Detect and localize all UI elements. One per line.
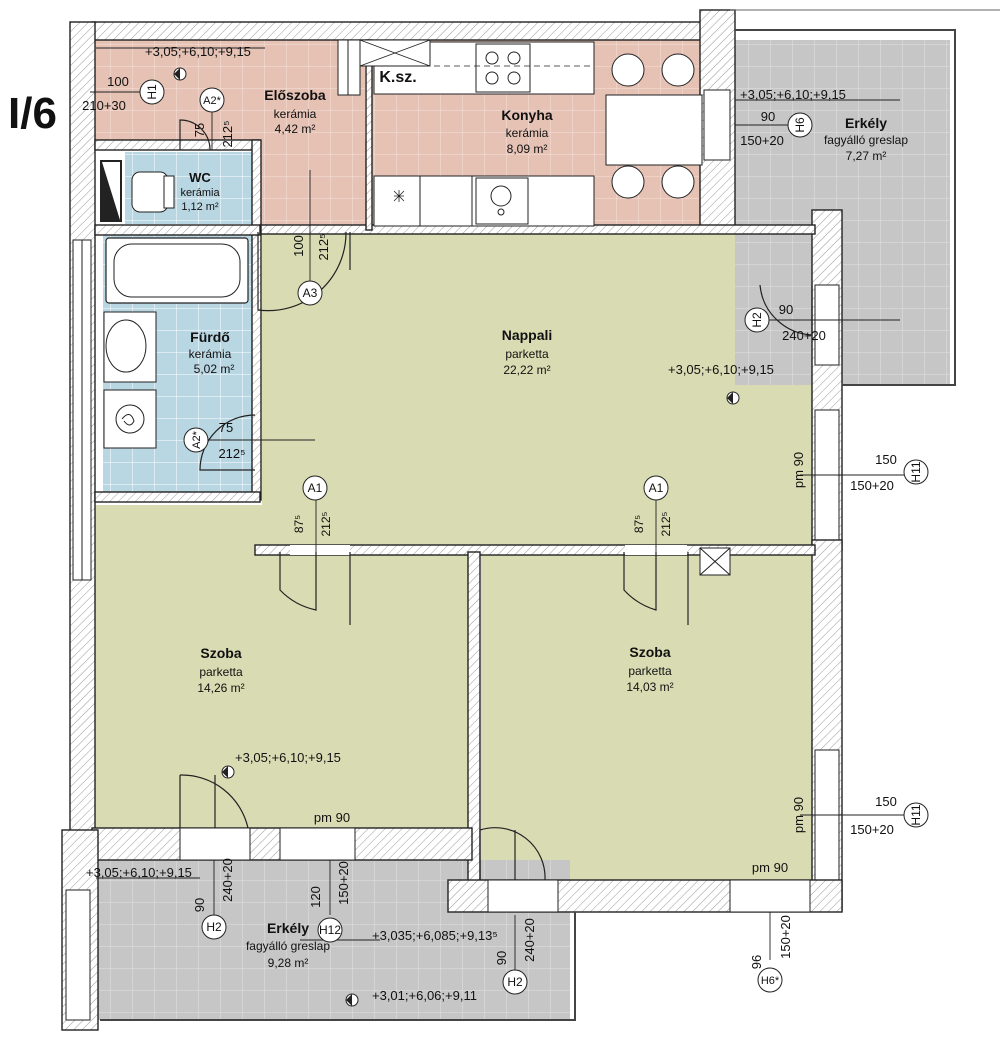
level-label: +3,05;+6,10;+9,15 — [235, 750, 341, 765]
dim-label: 240+20 — [782, 328, 826, 343]
dim-label: 240+20 — [220, 858, 235, 902]
door-tag-circles — [139, 79, 929, 995]
dim-label: 87⁵ — [632, 515, 646, 533]
door-tag: A1 — [308, 481, 323, 495]
unit-label: I/6 — [8, 89, 57, 138]
dim-label: 210+30 — [82, 98, 126, 113]
dim-label: 100 — [107, 74, 129, 89]
callout-lines — [90, 47, 905, 970]
level-label: +3,05;+6,10;+9,15 — [668, 362, 774, 377]
level-label: +3,01;+6,06;+9,11 — [372, 988, 477, 1003]
dim-label: 150 — [875, 794, 897, 809]
toilet — [131, 171, 175, 213]
dim-label: 75 — [192, 123, 207, 137]
kitchen-counter — [373, 41, 595, 227]
door-tag: H2 — [507, 975, 523, 989]
door-tag: H6 — [793, 117, 807, 133]
room-area-wc: 1,12 m² — [181, 201, 219, 213]
room-name-erkely-bottom: Erkély — [267, 920, 309, 936]
door-tag: H12 — [319, 923, 341, 937]
dim-label: 96 — [749, 955, 764, 969]
dim-label: 90 — [192, 898, 207, 912]
dim-label: 120 — [308, 886, 323, 908]
dim-label: 90 — [494, 951, 509, 965]
dim-label: 150+20 — [850, 478, 894, 493]
room-area-erkely-bottom: 9,28 m² — [268, 956, 309, 970]
level-label: +3,05;+6,10;+9,15 — [86, 865, 192, 880]
dim-label: 212⁵ — [316, 233, 331, 260]
door-tag: A3 — [303, 286, 318, 300]
door-tag: H1 — [145, 84, 159, 100]
room-area-erkely-top: 7,27 m² — [846, 149, 887, 163]
hall-floor-lower — [258, 140, 370, 228]
room-material-wc: kerámia — [180, 187, 220, 199]
room-area-szoba-left: 14,26 m² — [197, 681, 244, 695]
balcony-railings — [100, 9, 1000, 1021]
room-material-nappali: parketta — [505, 347, 549, 361]
room-name-furdo: Fürdő — [190, 329, 230, 345]
room-material-szoba-right: parketta — [628, 664, 672, 678]
dim-label: pm 90 — [314, 810, 350, 825]
dim-label: 212⁵ — [659, 511, 673, 536]
dim-label: 150 — [875, 452, 897, 467]
room-area-eloszoba: 4,42 m² — [275, 122, 316, 136]
room-area-szoba-right: 14,03 m² — [626, 680, 673, 694]
room-material-szoba-left: parketta — [199, 665, 243, 679]
bathtub — [105, 237, 249, 304]
room-name-nappali: Nappali — [502, 327, 553, 343]
room-material-eloszoba: kerámia — [274, 107, 317, 121]
dim-label: 240+20 — [522, 918, 537, 962]
door-tag: A2* — [203, 95, 221, 107]
dim-label: 150+20 — [850, 822, 894, 837]
dining-table — [605, 53, 703, 199]
dim-label: 87⁵ — [292, 515, 306, 533]
door-tag: H2 — [750, 312, 764, 328]
door-tag: A1 — [649, 481, 664, 495]
door-tag: A2* — [191, 430, 203, 448]
living-floor — [262, 232, 814, 546]
room-name-szoba-right: Szoba — [629, 644, 670, 660]
room-name-ksz: K.sz. — [379, 69, 416, 86]
dim-label: 90 — [761, 109, 775, 124]
door-tag: H11 — [909, 461, 923, 482]
room-area-nappali: 22,22 m² — [503, 363, 550, 377]
room-material-erkely-top: fagyálló greslap — [824, 133, 908, 147]
level-label: +3,035;+6,085;+9,13⁵ — [372, 928, 498, 943]
bath-sink — [103, 311, 157, 383]
dim-label: 212⁵ — [319, 511, 333, 536]
room-name-konyha: Konyha — [501, 107, 553, 123]
dim-label: 90 — [779, 302, 793, 317]
pantry-shelf — [337, 39, 431, 96]
room-name-eloszoba: Előszoba — [264, 87, 326, 103]
room-name-wc: WC — [189, 170, 211, 185]
dim-label: 150+20 — [336, 861, 351, 905]
door-tag: H11 — [909, 804, 923, 825]
room-left-floor — [95, 505, 469, 828]
dim-label: pm 90 — [791, 797, 806, 833]
dim-label: 150+20 — [740, 133, 784, 148]
room-name-szoba-left: Szoba — [200, 645, 241, 661]
room-area-konyha: 8,09 m² — [507, 142, 548, 156]
room-material-furdo: kerámia — [189, 347, 232, 361]
room-right-floor — [481, 553, 813, 880]
dim-label: pm 90 — [791, 452, 806, 488]
room-material-konyha: kerámia — [506, 126, 549, 140]
dim-label: 212⁵ — [218, 446, 245, 461]
dim-label: 212⁵ — [220, 120, 235, 147]
dim-label: pm 90 — [752, 860, 788, 875]
level-marker-icons — [173, 67, 740, 1007]
room-area-furdo: 5,02 m² — [194, 362, 235, 376]
room-name-erkely-top: Erkély — [845, 115, 887, 131]
dim-label: 100 — [291, 235, 306, 257]
level-label: +3,05;+6,10;+9,15 — [740, 87, 846, 102]
dim-label: 150+20 — [778, 915, 793, 959]
washing-machine — [103, 389, 157, 449]
level-label: +3,05;+6,10;+9,15 — [145, 44, 251, 59]
door-tag: H6* — [761, 975, 780, 987]
room-material-erkely-bottom: fagyálló greslap — [246, 939, 330, 953]
dim-label: 75 — [219, 420, 233, 435]
door-tag: H2 — [206, 920, 222, 934]
